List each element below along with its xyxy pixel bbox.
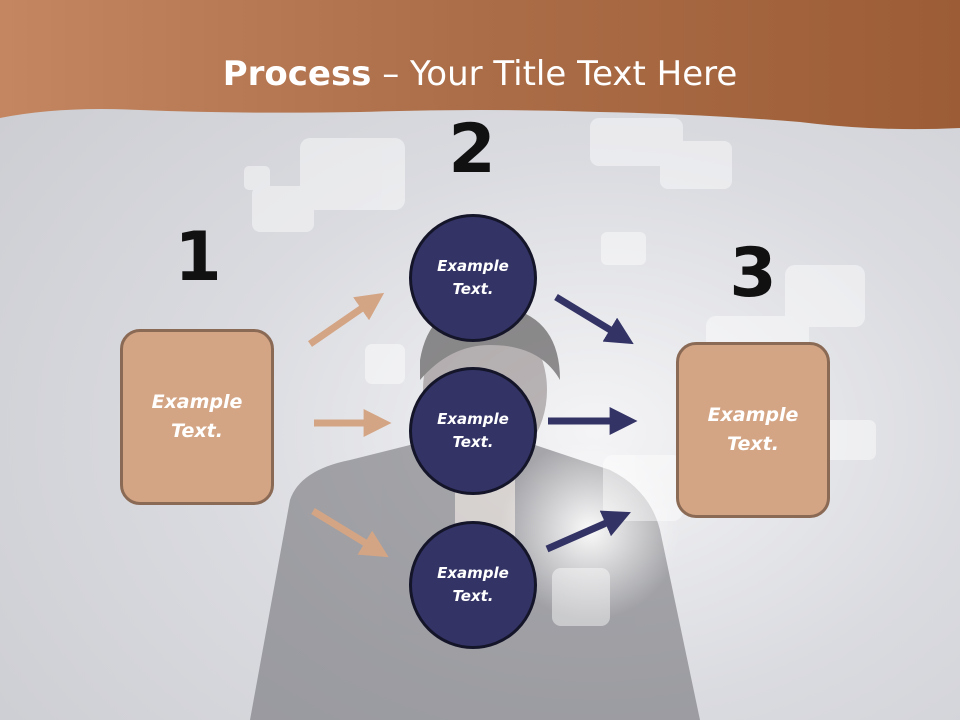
arrow-2c-to-3 xyxy=(545,510,631,553)
step-3-box: Example Text. xyxy=(676,342,830,518)
title-bold: Process xyxy=(222,54,372,94)
step-1-label: Example Text. xyxy=(151,391,243,442)
title-rest: – Your Title Text Here xyxy=(371,54,738,94)
step-2-label-top: Example Text. xyxy=(437,257,509,298)
step-2-circle-bottom: Example Text. xyxy=(409,521,537,649)
step-1-box: Example Text. xyxy=(120,329,274,505)
step-2-circle-middle: Example Text. xyxy=(409,367,537,495)
step-2-label-middle: Example Text. xyxy=(437,410,509,451)
arrow-1-to-2a xyxy=(308,292,385,347)
title-banner xyxy=(0,0,960,130)
page-title: Process – Your Title Text Here xyxy=(0,52,960,96)
step-number-3: 3 xyxy=(729,234,777,313)
arrow-1-to-2c xyxy=(311,508,389,558)
step-number-1: 1 xyxy=(174,218,222,297)
step-2-label-bottom: Example Text. xyxy=(437,564,509,605)
step-number-2: 2 xyxy=(448,110,496,189)
step-3-label: Example Text. xyxy=(707,404,799,455)
step-2-circle-top: Example Text. xyxy=(409,214,537,342)
arrow-2a-to-3 xyxy=(554,294,634,345)
